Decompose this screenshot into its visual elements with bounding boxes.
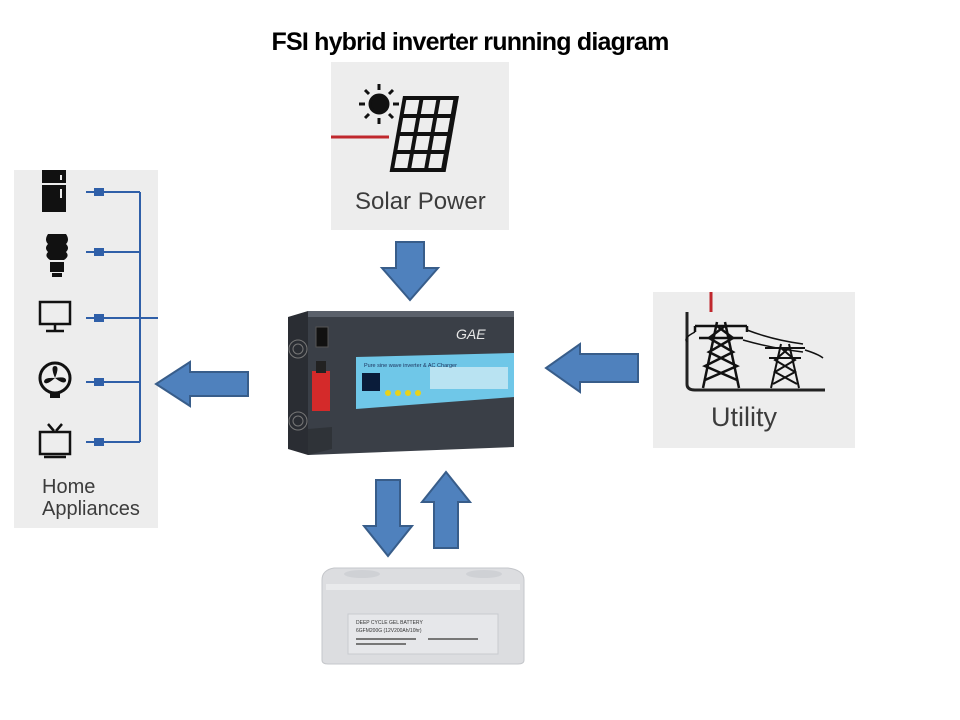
fridge-icon	[42, 170, 66, 212]
home-label-line2: Appliances	[42, 498, 140, 520]
arrow-solar-to-inverter	[379, 241, 441, 302]
television-icon	[38, 423, 72, 459]
solar-power-panel: Solar Power	[331, 62, 509, 230]
utility-panel: Utility	[653, 292, 855, 448]
arrow-inverter-to-appliances	[154, 360, 249, 408]
inverter-panel-text: Pure sine wave inverter & AC Charger	[364, 363, 457, 369]
home-appliances-panel: Home Appliances	[14, 170, 158, 528]
gel-battery: DEEP CYCLE GEL BATTERY 6GFM200G (12V200A…	[321, 567, 525, 665]
inverter-brand: GAE	[456, 326, 486, 342]
hybrid-inverter-unit: Pure sine wave inverter & AC Charger GAE	[288, 311, 514, 455]
arrow-inverter-to-battery	[362, 479, 414, 558]
solar-panel-icon	[331, 84, 459, 172]
light-bulb-icon	[46, 234, 68, 277]
battery-label-line1: DEEP CYCLE GEL BATTERY	[356, 620, 423, 626]
power-tower-icon	[685, 292, 825, 392]
battery-label-line2: 6GFM200G (12V200Ah/10hr)	[356, 628, 422, 634]
sun-icon	[359, 84, 399, 124]
appliance-wiring	[38, 170, 158, 459]
arrow-battery-to-inverter	[420, 470, 472, 549]
arrow-utility-to-inverter	[544, 342, 639, 394]
dc-terminal	[312, 371, 330, 411]
diagram-title: FSI hybrid inverter running diagram	[271, 28, 669, 56]
fan-icon	[38, 361, 72, 398]
utility-label: Utility	[711, 402, 777, 432]
solar-power-label: Solar Power	[355, 188, 486, 215]
home-label-line1: Home	[42, 476, 96, 498]
computer-monitor-icon	[38, 300, 72, 333]
